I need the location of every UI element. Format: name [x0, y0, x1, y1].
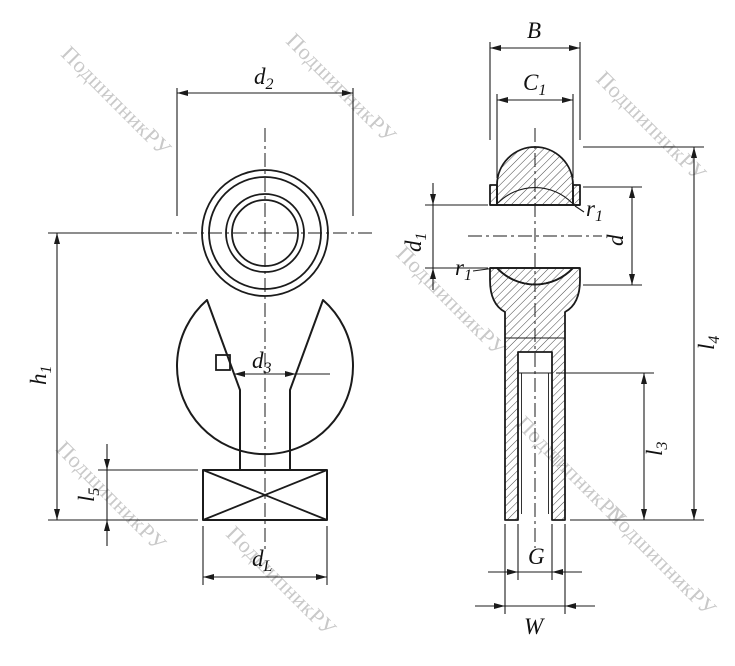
watermark-text: ПодшипникРУ	[51, 436, 171, 556]
dim-l5: l5	[74, 444, 198, 546]
ball-top-arc	[497, 186, 573, 204]
bore-chamfer-circle	[225, 193, 305, 273]
dim-d: d	[583, 186, 642, 286]
dim-C1: C1	[496, 70, 574, 178]
watermark-layer: ПодшипникРУ ПодшипникРУ ПодшипникРУ Подш…	[51, 28, 721, 641]
dim-l3: l3	[556, 372, 671, 520]
dim-dL: dL	[202, 526, 328, 585]
bore-circle	[231, 199, 299, 267]
watermark-text: ПодшипникРУ	[601, 501, 721, 621]
label-B: B	[527, 18, 541, 43]
thread-cross-line	[202, 469, 328, 521]
housing-shank-section	[489, 267, 581, 521]
housing-corner-section	[572, 184, 581, 206]
label-r1: r1	[455, 255, 472, 284]
grease-nipple	[215, 354, 231, 371]
dim-h1: h1	[26, 232, 198, 521]
ring-seat-circle	[208, 176, 322, 290]
watermark-text: ПодшипникРУ	[281, 28, 401, 148]
label-C1: C1	[523, 70, 546, 99]
label-h1: h1	[26, 366, 55, 386]
housing-corner-section	[489, 184, 498, 206]
label-l4: l4	[694, 336, 723, 350]
leader-line	[574, 205, 585, 213]
label-G: G	[528, 544, 545, 569]
watermark-text: ПодшипникРУ	[56, 41, 176, 161]
leader-line	[472, 267, 496, 272]
dim-G: G	[488, 524, 582, 580]
label-d3: d3	[252, 348, 272, 377]
dim-W: W	[475, 524, 595, 639]
watermark-text: ПодшипникРУ	[221, 521, 341, 641]
label-d1: d1	[401, 233, 430, 253]
label-l5: l5	[74, 488, 103, 502]
dim-B: B	[489, 18, 581, 140]
dim-d3: d3	[234, 348, 330, 377]
rod-end-body-outline	[176, 299, 354, 521]
label-dL: dL	[252, 546, 273, 575]
outer-ring-circle	[201, 169, 329, 297]
front-view: d2 h1 l5 d3 dL	[26, 64, 372, 585]
housing-crown-section	[496, 146, 574, 206]
side-view: B C1 d1 r1 r1	[401, 18, 723, 639]
dim-d1: d1	[401, 183, 488, 290]
label-d: d	[603, 234, 628, 246]
dim-d2: d2	[176, 64, 354, 216]
callout-r1-upper: r1	[574, 196, 603, 225]
dim-l4: l4	[570, 146, 723, 521]
label-r1: r1	[586, 196, 603, 225]
label-W: W	[524, 614, 545, 639]
label-l3: l3	[642, 442, 671, 456]
label-d2: d2	[254, 64, 274, 93]
callout-r1-lower: r1	[455, 255, 496, 284]
